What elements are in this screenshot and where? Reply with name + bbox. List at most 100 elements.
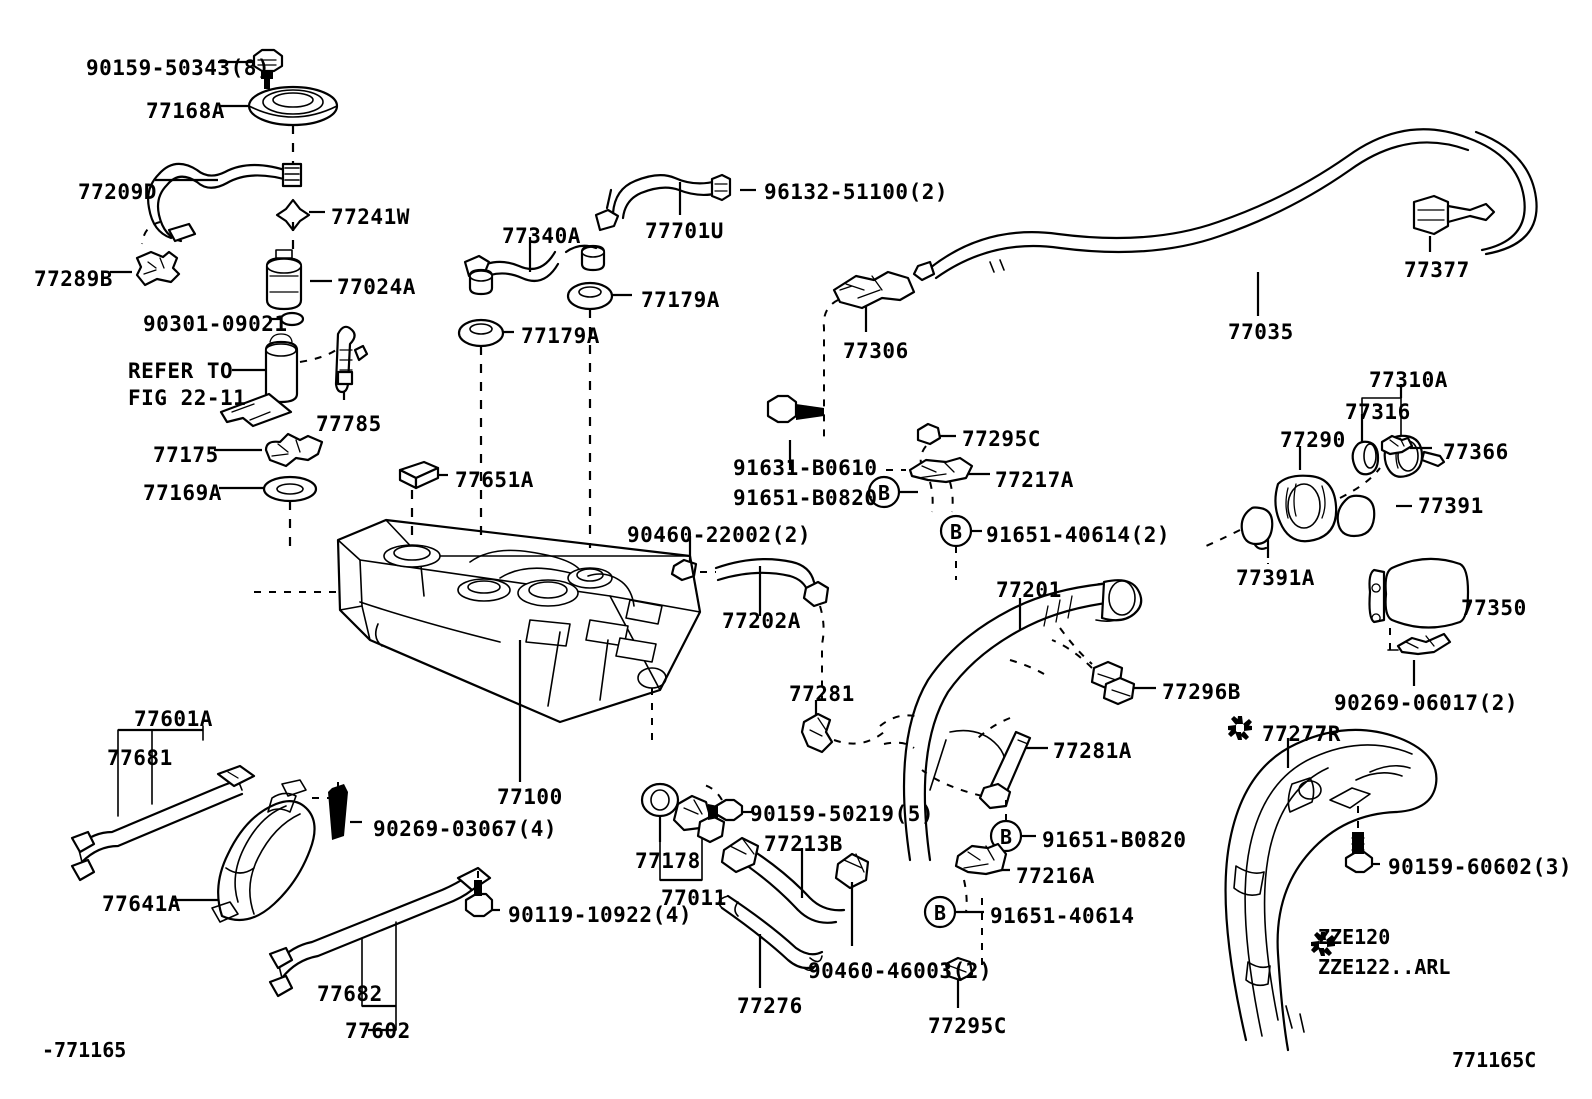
part-77202A-hose	[714, 558, 830, 700]
part-label-77350: 77350	[1461, 596, 1527, 620]
part-label-77785: 77785	[316, 412, 382, 436]
part-label-77306: 77306	[843, 339, 909, 363]
part-label-77310a: 77310A	[1369, 368, 1448, 392]
part-label-96132-51100-2-: 96132-51100(2)	[764, 180, 949, 204]
part-label-77217a: 77217A	[995, 468, 1074, 492]
part-77350-fuel-lid	[1368, 557, 1470, 686]
part-90301-09021-oring	[271, 311, 305, 327]
part-90159-60602-bolt	[1344, 802, 1380, 874]
part-77209D-tube	[141, 162, 303, 245]
part-77175-clamp	[214, 432, 324, 468]
part-label-77202a: 77202A	[722, 609, 801, 633]
part-label-77011: 77011	[661, 886, 727, 910]
part-77217A-clamp: B	[867, 456, 990, 513]
part-label-77169a: 77169A	[143, 481, 222, 505]
part-label-77276: 77276	[737, 994, 803, 1018]
part-label-90159-60602-3-: 90159-60602(3)	[1388, 855, 1573, 879]
part-label-77281a: 77281A	[1053, 739, 1132, 763]
part-label-77241w: 77241W	[331, 205, 410, 229]
part-label-77024a: 77024A	[337, 275, 416, 299]
svg-text:B: B	[878, 481, 890, 505]
part-label-77366: 77366	[1443, 440, 1509, 464]
part-90269-03067-bolt	[328, 782, 362, 840]
part-label-91651-b0820: 91651-B0820	[1042, 828, 1187, 852]
part-77169A-gasket	[219, 475, 318, 548]
dashed-connector-1	[883, 741, 915, 749]
part-label-91651-b0820: 91651-B0820	[733, 486, 878, 510]
part-77316-washer	[1351, 414, 1380, 476]
part-77641A-heat-insulator	[172, 779, 338, 923]
part-90159-50219-bolt	[699, 783, 752, 822]
part-label-90119-10922-4-: 90119-10922(4)	[508, 903, 693, 927]
part-label-77277r: 77277R	[1262, 722, 1341, 746]
part-label-77296b: 77296B	[1162, 680, 1241, 704]
part-label-90460-22002-2-: 90460-22002(2)	[627, 523, 812, 547]
part-77340A-tube	[463, 188, 620, 296]
part-label-91651-40614-2-: 91651-40614(2)	[986, 523, 1171, 547]
part-77178-77011-group	[640, 782, 726, 882]
refer-to-note: REFER TO FIG 22-11	[128, 359, 247, 411]
footnote-star-icon	[1228, 716, 1252, 740]
part-96132-51100-clip	[710, 173, 756, 202]
part-77366-clip	[1380, 434, 1432, 456]
part-label-91631-b0610: 91631-B0610	[733, 456, 878, 480]
part-77168A-ring	[219, 85, 339, 186]
part-77216A-clamp	[954, 842, 1010, 913]
part-77295C-clip-lower	[944, 956, 974, 1008]
part-label-77391a: 77391A	[1236, 566, 1315, 590]
part-90119-10922-bolt	[464, 866, 500, 918]
part-label-77290: 77290	[1280, 428, 1346, 452]
part-label-77178: 77178	[635, 849, 701, 873]
part-label-77209d: 77209D	[78, 180, 157, 204]
part-77701U-hose	[611, 174, 721, 220]
part-label-77391: 77391	[1418, 494, 1484, 518]
part-label-77316: 77316	[1345, 400, 1411, 424]
part-77213B-hose	[720, 836, 870, 946]
part-label-77651a: 77651A	[455, 468, 534, 492]
part-77179A-grommet-lower	[457, 318, 514, 540]
part-label-77281: 77281	[789, 682, 855, 706]
part-label-77179a: 77179A	[521, 324, 600, 348]
part-label-77168a: 77168A	[146, 99, 225, 123]
part-label-77295c: 77295C	[962, 427, 1041, 451]
part-label-77289b: 77289B	[34, 267, 113, 291]
part-91651-40614-badge-upper: B	[939, 514, 982, 580]
footnote-star-icon-2	[1311, 932, 1335, 956]
part-label-77295c: 77295C	[928, 1014, 1007, 1038]
part-label-77175: 77175	[153, 443, 219, 467]
part-77682-band	[268, 866, 492, 1032]
part-label-77179a: 77179A	[641, 288, 720, 312]
part-77241W-clip	[275, 198, 325, 262]
part-77281-clip	[800, 700, 885, 754]
part-77035-cable	[912, 128, 1538, 316]
part-label-90159-50219-5-: 90159-50219(5)	[750, 802, 935, 826]
part-77179A-grommet-upper	[566, 281, 632, 548]
part-label-77100: 77100	[497, 785, 563, 809]
part-91631-B0610-bolt	[766, 394, 824, 470]
part-91651-40614-badge-lower: B	[923, 895, 984, 968]
svg-text:B: B	[934, 901, 946, 925]
part-label-77377: 77377	[1404, 258, 1470, 282]
part-77277R-liner	[1224, 728, 1438, 1052]
figure-code-bottom-left: -771165	[42, 1038, 127, 1062]
footnote-line-2: ZZE122..ARL	[1318, 955, 1451, 979]
part-label-77602: 77602	[345, 1019, 411, 1043]
part-77201-filler-pipe	[879, 579, 1143, 862]
part-fuel-pump-assembly	[219, 333, 337, 428]
part-77289B-valve	[110, 250, 181, 287]
part-77024A-filter	[265, 249, 332, 311]
part-label-77682: 77682	[317, 982, 383, 1006]
svg-text:B: B	[950, 520, 962, 544]
svg-text:B: B	[1000, 825, 1012, 849]
part-77681-band	[70, 725, 256, 882]
part-90159-50343-bolt	[218, 48, 284, 89]
part-77100-fuel-tank	[250, 518, 702, 782]
part-label-77340a: 77340A	[502, 224, 581, 248]
part-label-77701u: 77701U	[645, 219, 724, 243]
part-label-77641a: 77641A	[102, 892, 181, 916]
part-label-90301-09021: 90301-09021	[143, 312, 288, 336]
figure-code-bottom-right: 771165C	[1452, 1048, 1537, 1072]
part-77281A-stay	[921, 730, 1048, 810]
part-label-77213b: 77213B	[764, 832, 843, 856]
